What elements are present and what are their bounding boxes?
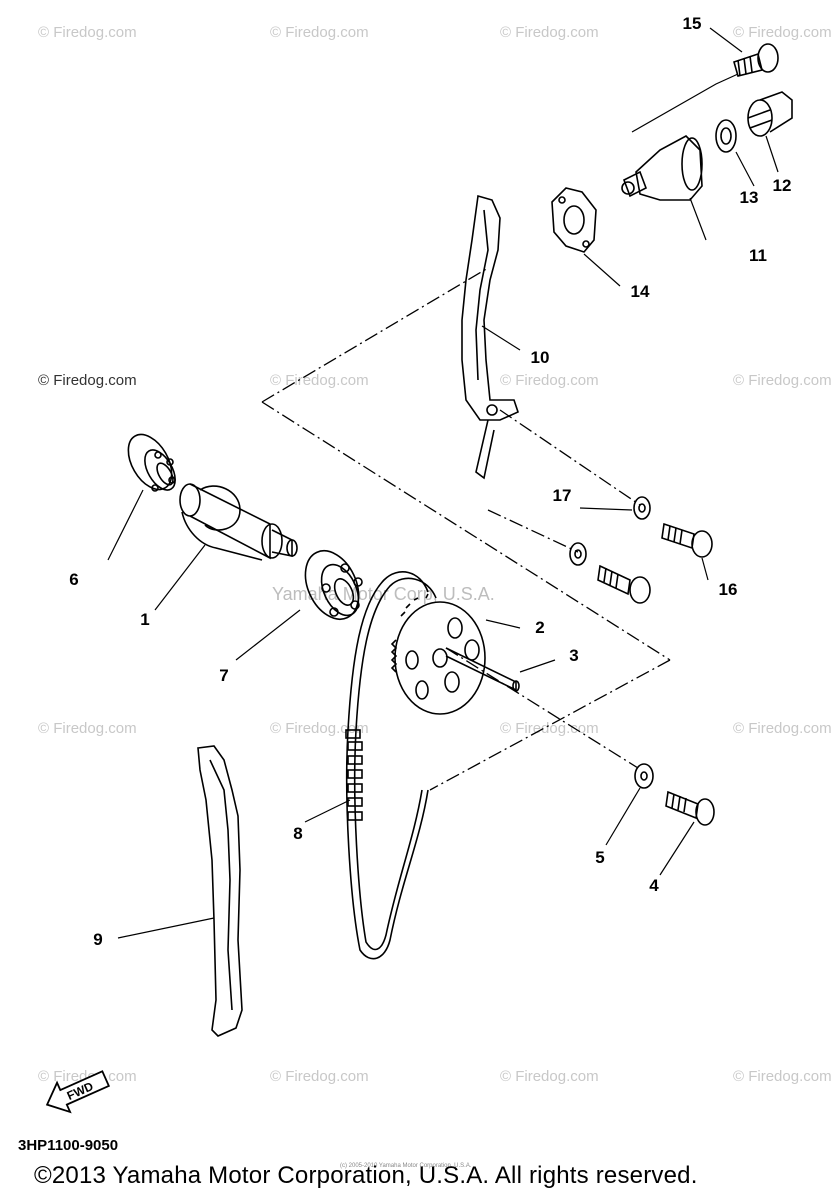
bolt-16-upper bbox=[661, 522, 713, 558]
leader-lines bbox=[107, 27, 779, 939]
diagram-code: 3HP1100-9050 bbox=[18, 1137, 119, 1154]
watermark: © Firedog.com bbox=[500, 720, 599, 737]
cam-sprocket bbox=[390, 593, 486, 715]
cap-bolt-12 bbox=[747, 91, 793, 137]
dashed-guide-lines bbox=[261, 267, 671, 791]
callout-8: 8 bbox=[293, 824, 303, 843]
callout-16: 16 bbox=[718, 580, 738, 599]
bearing-left bbox=[127, 433, 176, 492]
callout-11: 11 bbox=[749, 246, 767, 265]
watermark: © Firedog.com bbox=[270, 372, 369, 389]
tensioner-gasket bbox=[551, 187, 597, 253]
bearing-right bbox=[304, 550, 363, 620]
callout-5: 5 bbox=[595, 848, 605, 867]
callout-9: 9 bbox=[93, 930, 103, 949]
watermark: © Firedog.com bbox=[270, 1068, 369, 1085]
camshaft bbox=[179, 483, 298, 561]
watermark: © Firedog.com bbox=[270, 720, 369, 737]
watermark: © Firedog.com bbox=[500, 372, 599, 389]
callout-15: 15 bbox=[682, 14, 702, 33]
watermark: © Firedog.com bbox=[38, 1068, 137, 1085]
watermark: © Firedog.com bbox=[500, 24, 599, 41]
watermark: © Firedog.com bbox=[38, 24, 137, 41]
bolt-16-lower bbox=[597, 564, 651, 604]
watermark: © Firedog.com bbox=[38, 720, 137, 737]
chain-tensioner bbox=[621, 135, 703, 201]
fine-print: (c) 2005-2010 Yamaha Motor Corporation, … bbox=[340, 1163, 472, 1169]
callout-3: 3 bbox=[569, 646, 579, 665]
bolt-15 bbox=[733, 43, 779, 77]
watermark: © Firedog.com bbox=[270, 24, 369, 41]
callout-1: 1 bbox=[140, 610, 150, 629]
callout-12: 12 bbox=[772, 176, 792, 195]
cam-chain bbox=[345, 571, 437, 960]
watermark: © Firedog.com bbox=[733, 372, 831, 389]
watermark: © Firedog.com bbox=[38, 372, 137, 389]
watermark: © Firedog.com bbox=[733, 24, 831, 41]
callout-17: 17 bbox=[552, 486, 572, 505]
copyright-notice: ©2013 Yamaha Motor Corporation, U.S.A. A… bbox=[34, 1162, 698, 1189]
washer-13 bbox=[715, 119, 737, 153]
callout-14: 14 bbox=[630, 282, 650, 301]
watermark: © Firedog.com bbox=[733, 1068, 831, 1085]
watermark: © Firedog.com bbox=[733, 720, 831, 737]
washer-5 bbox=[634, 763, 654, 789]
washer-17-upper bbox=[633, 496, 651, 520]
bolt-4 bbox=[665, 790, 715, 826]
callout-13: 13 bbox=[739, 188, 759, 207]
chain-guide bbox=[197, 745, 243, 1037]
callout-6: 6 bbox=[69, 570, 79, 589]
forward-arrow: FWD bbox=[45, 1070, 111, 1114]
callout-4: 4 bbox=[649, 876, 659, 895]
callout-2: 2 bbox=[535, 618, 545, 637]
callout-10: 10 bbox=[530, 348, 550, 367]
callout-7: 7 bbox=[219, 666, 229, 685]
watermark: © Firedog.com bbox=[500, 1068, 599, 1085]
washer-17-lower bbox=[569, 542, 587, 566]
dowel-pin bbox=[445, 647, 520, 692]
tensioner-guide bbox=[461, 194, 519, 480]
